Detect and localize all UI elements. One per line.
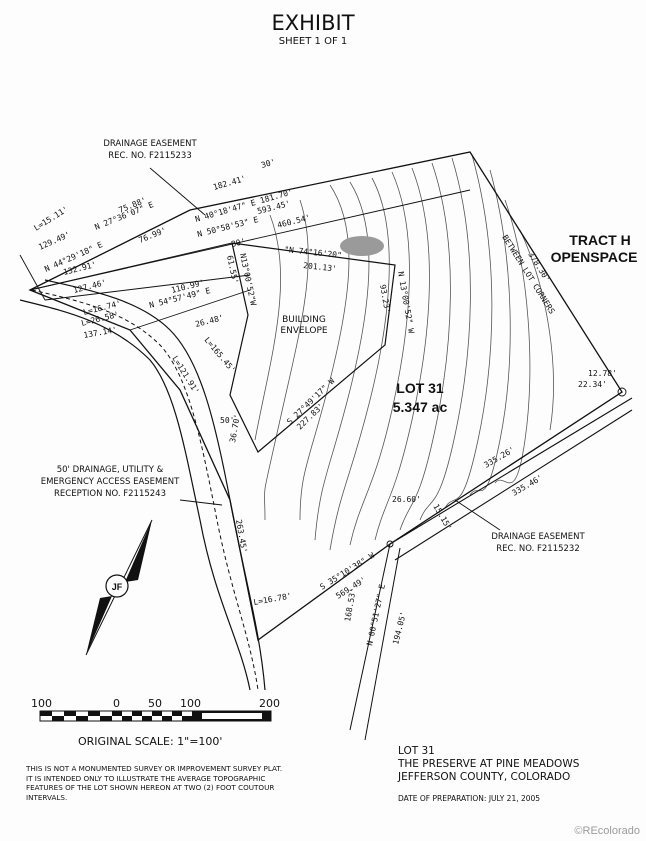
title-block: LOT 31 THE PRESERVE AT PINE MEADOWS JEFF… [398, 745, 638, 803]
utility-easement-rec: RECEPTION NO. F2115243 [54, 489, 166, 499]
scale-tick-label: 0 [113, 697, 120, 710]
survey-notes: THIS IS NOT A MONUMENTED SURVEY OR IMPRO… [26, 764, 356, 802]
note-line: INTERVALS. [26, 792, 68, 802]
curve-label: L=16.78' [253, 591, 293, 607]
scale-bar [39, 710, 272, 722]
north-arrow: JF [85, 519, 153, 656]
exhibit-title: EXHIBIT [271, 11, 354, 35]
curve-label: L=15.11' [32, 205, 69, 233]
distance-label: 263.45' [234, 519, 249, 554]
scale-caption: ORIGINAL SCALE: 1"=100' [78, 735, 223, 748]
distance-label: 22.34' [578, 380, 607, 389]
road-easement [19, 279, 266, 691]
lot-corner-marker [386, 540, 394, 548]
distance-label: 93.23' [378, 284, 392, 314]
scale-tick-label: 100 [31, 697, 52, 710]
lot-corner-marker [617, 387, 627, 397]
curve-label: L=165.45' [202, 336, 237, 375]
scale-tick-label: 50 [148, 697, 162, 710]
bearing-label: "N 74°16'20" [284, 245, 342, 260]
distance-label: 194.05' [391, 611, 408, 646]
drainage-easement-rec: REC. NO. F2115232 [496, 544, 579, 554]
title-county: JEFFERSON COUNTY, COLORADO [398, 771, 571, 783]
distance-label: 61.55' [225, 255, 240, 285]
distance-label: 182.41' [212, 174, 247, 192]
listing-credit: ©REcolorado [574, 825, 640, 837]
lot-area: 5.347 ac [393, 399, 448, 415]
lot-label: LOT 31 [396, 380, 444, 396]
bearing-label: N 13°00'52" W [396, 271, 416, 334]
distance-label: 12.78' [588, 369, 617, 378]
title-subdivision: THE PRESERVE AT PINE MEADOWS [398, 758, 580, 770]
north-arrow-logo-icon: JF [112, 582, 123, 592]
shaded-feature [340, 236, 384, 256]
note-line: THIS IS NOT A MONUMENTED SURVEY OR IMPRO… [26, 764, 283, 773]
distance-label: 30' [260, 157, 276, 170]
distance-label: 137.14' [83, 325, 118, 340]
distance-label: 26.48' [194, 313, 224, 329]
building-envelope-label: BUILDING [282, 315, 326, 325]
drainage-easement-label: DRAINAGE EASEMENT [103, 139, 197, 149]
title-lot: LOT 31 [398, 745, 435, 757]
openspace-label: OPENSPACE [551, 249, 638, 265]
distance-label: 335.26' [483, 445, 517, 470]
utility-easement-label: 50' DRAINAGE, UTILITY & [57, 465, 164, 475]
note-line: FEATURES OF THE LOT SHOWN HEREON AT TWO … [26, 783, 275, 792]
distance-label: 127.46' [72, 278, 107, 295]
scale-tick-label: 200 [259, 697, 280, 710]
scale-tick-label: 100 [180, 697, 201, 710]
bearing-label: N13°00'52"W [238, 253, 258, 307]
lot-boundary [28, 151, 623, 642]
building-envelope [229, 242, 396, 453]
building-envelope-label: ENVELOPE [280, 326, 327, 336]
distance-label: 50' [220, 416, 234, 425]
distance-label: 30' [230, 237, 246, 249]
sheet-label: SHEET 1 OF 1 [279, 36, 348, 47]
drainage-easement-rec: REC. NO. F2115233 [108, 151, 191, 161]
note-line: IT IS INTENDED ONLY TO ILLUSTRATE THE AV… [26, 773, 266, 783]
distance-label: 26.60' [392, 495, 421, 504]
tract-label: TRACT H [569, 232, 630, 248]
utility-easement-label: EMERGENCY ACCESS EASEMENT [41, 477, 180, 487]
distance-label: 201.13' [303, 261, 337, 273]
drainage-easement-label: DRAINAGE EASEMENT [491, 532, 585, 542]
distance-label: 129.49' [37, 230, 71, 252]
preparation-date: DATE OF PREPARATION: JULY 21, 2005 [398, 794, 541, 803]
